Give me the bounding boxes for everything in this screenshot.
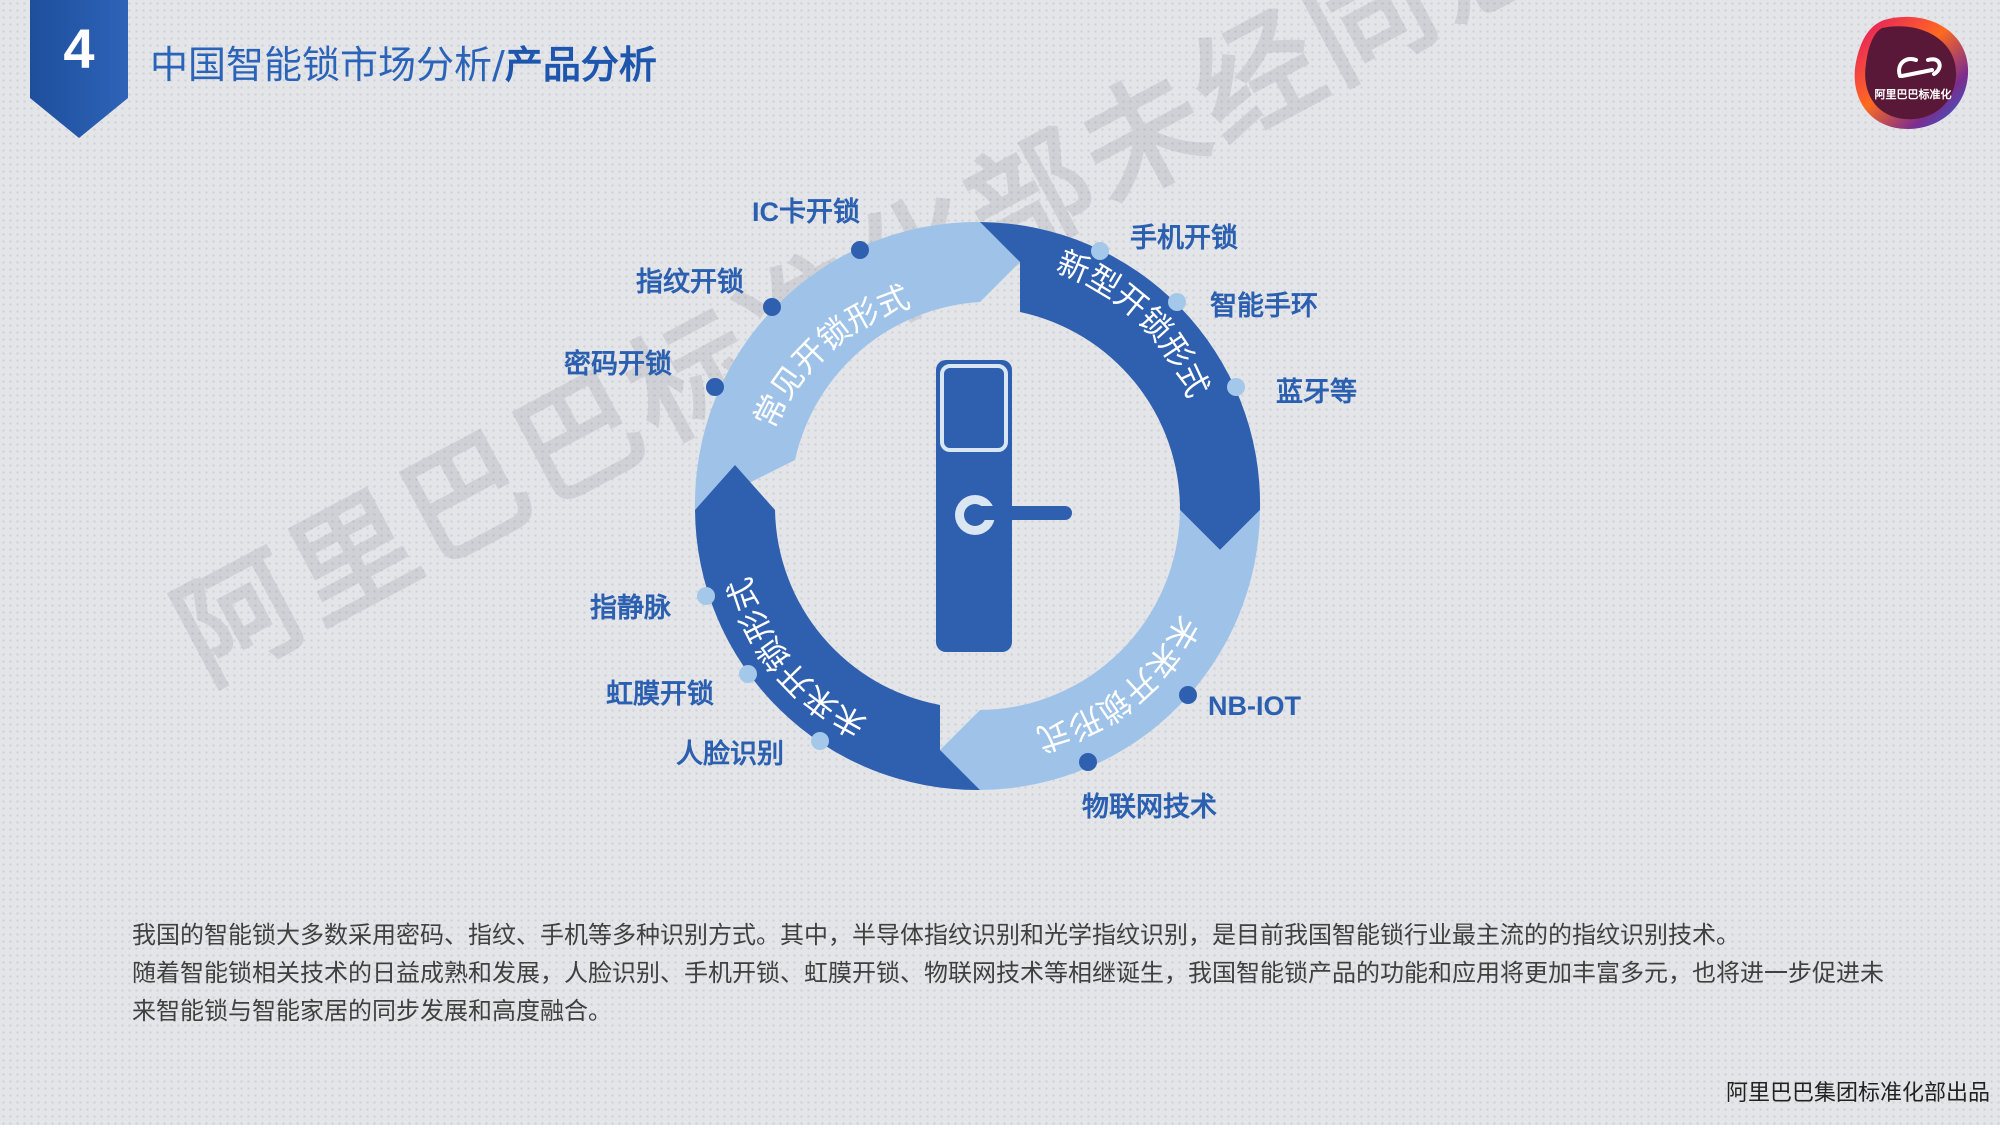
callout-fingerprint: 指纹开锁	[636, 267, 744, 297]
alibaba-standardization-logo-icon	[1854, 16, 1969, 129]
callout-bluetooth: 蓝牙等	[1276, 377, 1357, 407]
callout-dots	[697, 241, 1245, 771]
section-number: 4	[63, 17, 95, 80]
page-title: 中国智能锁市场分析/产品分析	[150, 34, 657, 89]
callout-phone: 手机开锁	[1130, 223, 1238, 253]
callout-iot-tech: 物联网技术	[1082, 792, 1217, 822]
callout-nb-iot: NB-IOT	[1208, 691, 1301, 721]
dot-password	[706, 378, 724, 396]
dot-iris	[739, 665, 757, 683]
segment-common	[694, 221, 1020, 510]
callout-smart-band: 智能手环	[1210, 291, 1318, 321]
body-line-1: 我国的智能锁大多数采用密码、指纹、手机等多种识别方式。其中，半导体指纹识别和光学…	[132, 921, 1740, 949]
segment-future-right	[940, 510, 1260, 790]
callout-ic-card: IC卡开锁	[752, 197, 860, 227]
dot-face	[811, 732, 829, 750]
segment-future-left	[695, 465, 980, 791]
body-line-2: 随着智能锁相关技术的日益成熟和发展，人脸识别、手机开锁、虹膜开锁、物联网技术等相…	[132, 959, 1884, 1025]
callout-face: 人脸识别	[676, 739, 784, 769]
dot-phone	[1091, 242, 1109, 260]
dot-ic-card	[851, 241, 869, 259]
callout-finger-vein: 指静脉	[590, 593, 671, 623]
dot-bluetooth	[1227, 378, 1245, 396]
body-text: 我国的智能锁大多数采用密码、指纹、手机等多种识别方式。其中，半导体指纹识别和光学…	[132, 916, 1902, 1030]
dot-fingerprint	[763, 298, 781, 316]
dot-smart-band	[1168, 293, 1186, 311]
dot-iot-tech	[1079, 753, 1097, 771]
door-lock-icon	[936, 360, 1072, 652]
segment-new	[980, 222, 1261, 550]
dot-nb-iot	[1179, 686, 1197, 704]
footer-credit: 阿里巴巴集团标准化部出品	[1725, 1081, 1990, 1106]
callout-iris: 虹膜开锁	[606, 679, 714, 709]
title-sub: 产品分析	[504, 43, 657, 87]
ring	[694, 221, 1261, 791]
callout-password: 密码开锁	[564, 349, 672, 379]
section-badge	[30, 0, 128, 138]
title-main: 中国智能锁市场分析/	[150, 43, 505, 87]
logo-text: 阿里巴巴标准化	[1874, 88, 1952, 101]
dot-finger-vein	[697, 587, 715, 605]
